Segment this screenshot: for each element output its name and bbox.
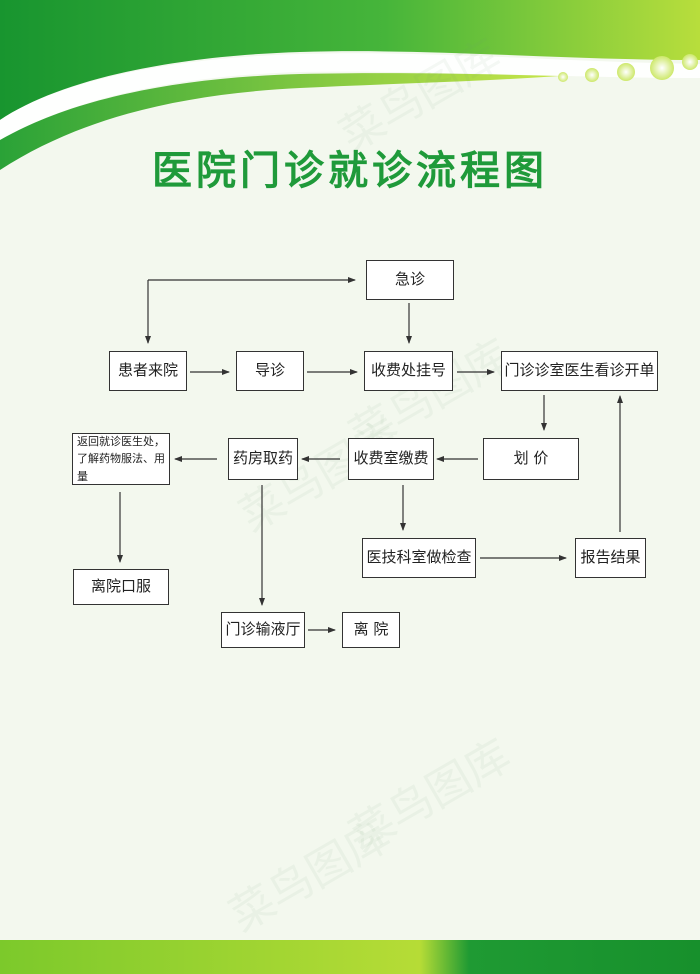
node-doctor-consult: 门诊诊室医生看诊开单	[501, 351, 658, 391]
node-medical-tech-exam: 医技科室做检查	[362, 538, 476, 578]
page-title: 医院门诊就诊流程图	[152, 148, 548, 194]
node-leave-oral: 离院口服	[73, 569, 169, 605]
node-infusion-hall: 门诊输液厅	[221, 612, 305, 648]
node-return-to-doctor: 返回就诊医生处， 了解药物服法、用量	[72, 433, 170, 485]
node-report-result: 报告结果	[575, 538, 646, 578]
node-patient-arrival: 患者来院	[109, 351, 187, 391]
node-pharmacy: 药房取药	[228, 438, 298, 480]
node-guidance: 导诊	[236, 351, 304, 391]
node-emergency: 急诊	[366, 260, 454, 300]
node-pricing: 划 价	[483, 438, 579, 480]
node-registration: 收费处挂号	[364, 351, 453, 391]
node-leave-hospital: 离 院	[342, 612, 400, 648]
node-payment: 收费室缴费	[348, 438, 434, 480]
